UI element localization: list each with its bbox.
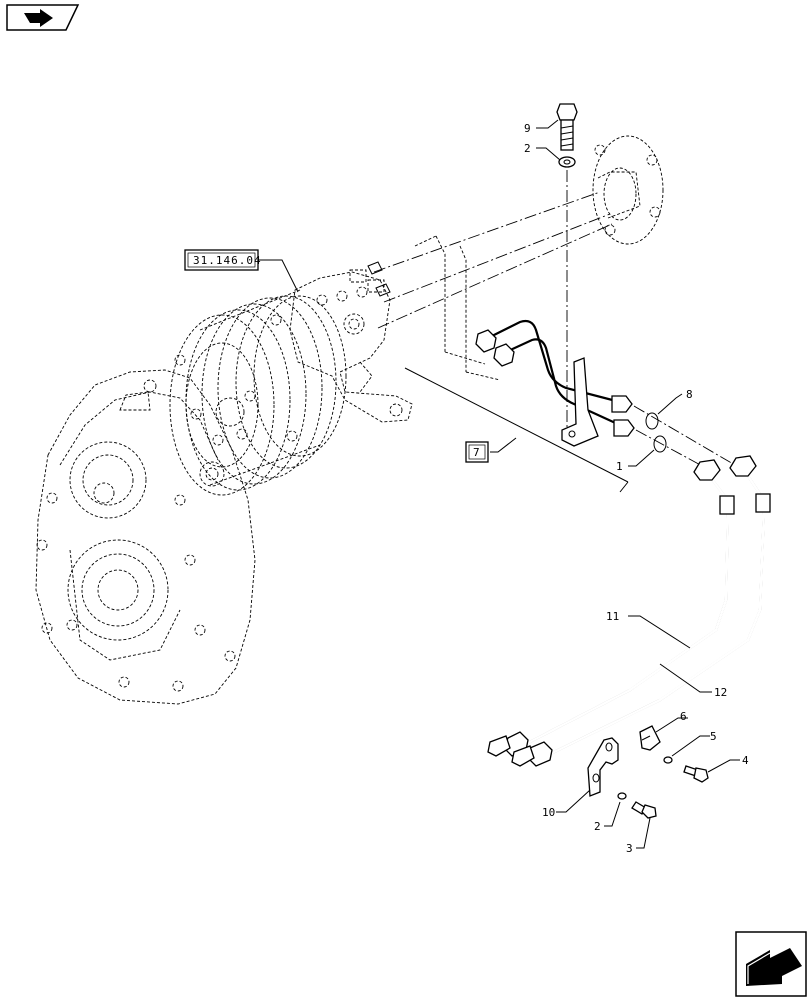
group-box [465,441,489,463]
shaft-phantom [373,191,613,381]
group-7-outline [404,367,629,493]
gearbox-housing [35,369,256,705]
next-page-arrow-icon[interactable] [735,931,807,997]
hoses [487,455,771,767]
bolt-3 [631,801,657,819]
callout-2-bottom: 2 [594,820,601,833]
callout-12: 12 [714,686,727,699]
flange [592,135,664,245]
o-ring-1 [653,435,667,453]
rigid-pipes [475,319,635,447]
washer-2-bottom [617,792,627,800]
reference-box[interactable] [184,249,259,271]
clamp-bracket-10 [587,737,619,797]
clutch-pulley [169,289,347,496]
group-label: 7 [473,446,480,459]
callout-11: 11 [606,610,619,623]
previous-page-arrow-icon[interactable] [6,4,80,31]
clamp-6 [639,725,661,751]
bolt-4 [683,765,709,783]
callout-3: 3 [626,842,633,855]
callout-1: 1 [616,460,623,473]
pump-bracket [289,261,413,423]
callout-8: 8 [686,388,693,401]
callout-6: 6 [680,710,687,723]
leader-lines [258,119,740,849]
pipe-axis [633,405,741,469]
bolt-9 [556,103,578,151]
callout-9: 9 [524,122,531,135]
callout-2-top: 2 [524,142,531,155]
reference-label: 31.146.04 [193,254,262,267]
washer-2-top [558,156,576,168]
callout-10: 10 [542,806,555,819]
callout-4: 4 [742,754,749,767]
callout-5: 5 [710,730,717,743]
o-ring-8 [645,412,659,430]
washer-5 [663,756,673,764]
